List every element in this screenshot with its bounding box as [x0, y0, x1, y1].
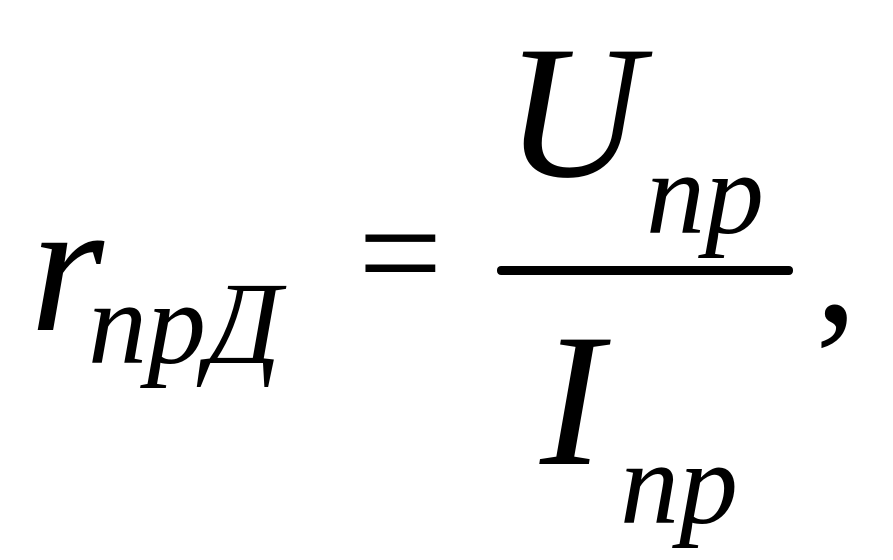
denominator-subscript: пр — [620, 418, 738, 549]
denominator-variable: I — [540, 296, 604, 506]
numerator-subscript: пр — [646, 128, 764, 259]
lhs-variable: r — [30, 162, 104, 372]
trailing-comma: , — [815, 171, 858, 359]
fraction-bar — [497, 266, 793, 275]
numerator-variable: U — [505, 8, 643, 218]
lhs-subscript: прД — [88, 258, 282, 389]
equals-sign: = — [358, 170, 443, 336]
